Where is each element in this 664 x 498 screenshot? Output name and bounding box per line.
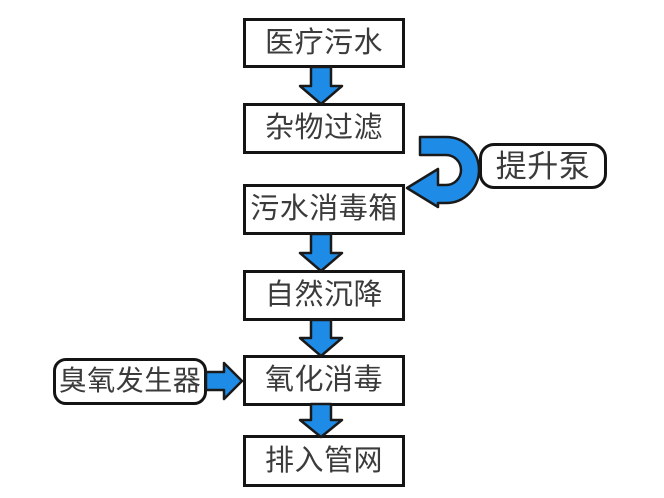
down-arrow-medical-to-filtration: [298, 65, 344, 106]
node-ozone-generator: 臭氧发生器: [53, 358, 207, 405]
node-discharge-to-pipe-network: 排入管网: [243, 435, 405, 487]
node-debris-filtration: 杂物过滤: [243, 103, 405, 154]
node-label: 氧化消毒: [264, 364, 383, 396]
node-label: 臭氧发生器: [58, 365, 202, 397]
down-arrow-oxidation-to-discharge: [298, 402, 344, 439]
node-label: 医疗污水: [264, 26, 383, 59]
right-arrow-ozone-to-oxidation: [204, 361, 244, 401]
node-medical-sewage: 医疗污水: [243, 18, 405, 68]
node-lift-pump: 提升泵: [479, 143, 607, 189]
node-label: 杂物过滤: [264, 112, 383, 144]
node-sewage-disinfection-tank: 污水消毒箱: [243, 184, 405, 235]
down-arrow-sedimentation-to-oxidation: [298, 318, 344, 358]
node-oxidation-disinfection: 氧化消毒: [243, 355, 405, 406]
node-label: 自然沉降: [264, 279, 383, 311]
node-natural-sedimentation: 自然沉降: [243, 270, 405, 321]
node-label: 提升泵: [495, 148, 591, 184]
curved-arrow-via-lift-pump: [405, 135, 481, 209]
down-arrow-tank-to-sedimentation: [298, 232, 344, 273]
node-label: 污水消毒箱: [250, 193, 398, 225]
node-label: 排入管网: [264, 444, 383, 477]
